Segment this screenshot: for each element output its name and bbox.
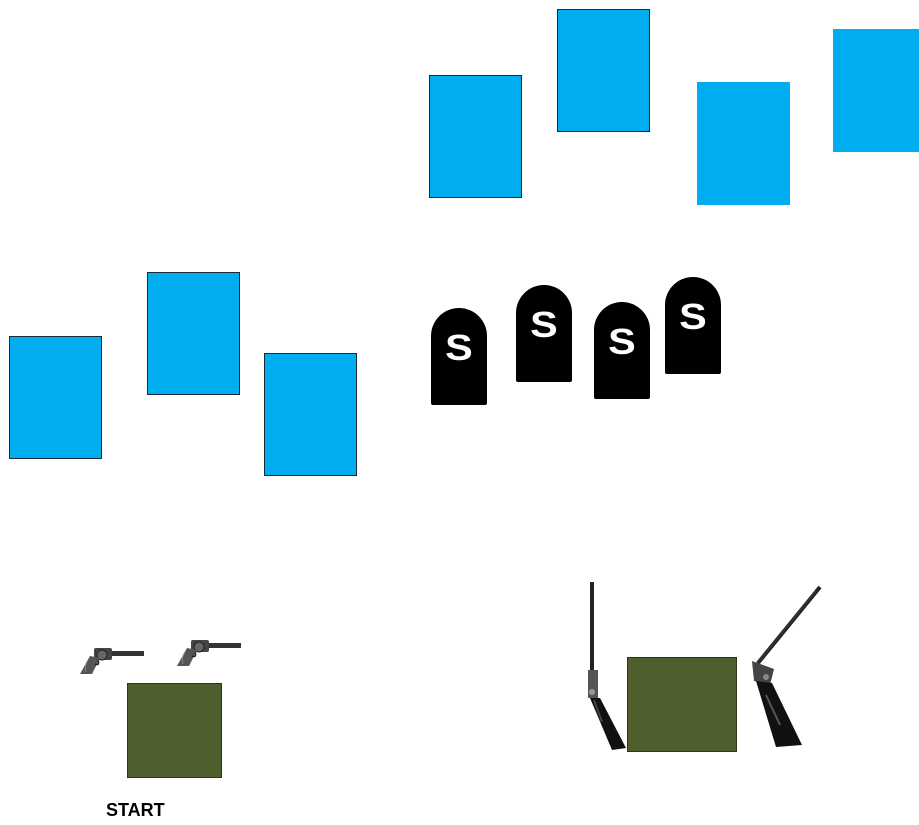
tombstone-letter: S — [512, 307, 576, 343]
shotgun-icon — [744, 585, 824, 750]
tombstone-4[interactable]: S — [665, 277, 721, 374]
card-1[interactable] — [429, 75, 522, 198]
tombstone-letter: S — [427, 330, 491, 366]
revolver-icon — [170, 636, 244, 672]
tombstone-1[interactable]: S — [431, 308, 487, 405]
card-2[interactable] — [557, 9, 650, 132]
tombstone-3[interactable]: S — [594, 302, 650, 399]
start-label[interactable]: START — [106, 800, 165, 821]
card-7[interactable] — [264, 353, 357, 476]
weapon-box[interactable] — [627, 657, 737, 752]
card-5[interactable] — [9, 336, 102, 459]
card-3[interactable] — [697, 82, 790, 205]
revolver-icon — [74, 644, 146, 680]
card-6[interactable] — [147, 272, 240, 395]
card-4[interactable] — [833, 29, 919, 152]
tombstone-letter: S — [590, 324, 654, 360]
tombstone-letter: S — [661, 299, 725, 335]
rifle-icon — [582, 582, 630, 752]
start-box[interactable] — [127, 683, 222, 778]
tombstone-2[interactable]: S — [516, 285, 572, 382]
